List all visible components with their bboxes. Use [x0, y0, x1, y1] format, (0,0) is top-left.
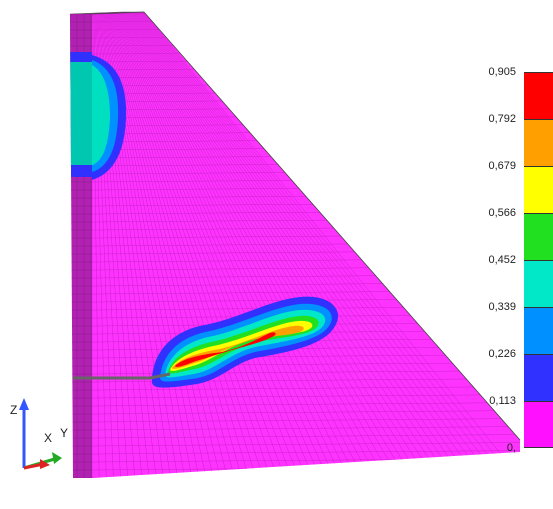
crack-stress-contour: [152, 296, 339, 388]
legend-band: [524, 166, 553, 213]
edge-stress-cyan: [92, 65, 110, 165]
legend-label: 0,566: [488, 207, 516, 219]
axis-y-label: Y: [60, 426, 68, 440]
legend-label: 0,339: [488, 301, 516, 313]
axis-x-label: X: [44, 431, 52, 445]
legend-band: [524, 260, 553, 307]
axis-z-label: Z: [10, 403, 17, 417]
legend-band: [524, 119, 553, 166]
legend-label: 0,905: [488, 66, 516, 78]
legend-band: [524, 401, 553, 448]
side-stress-patch: [70, 60, 92, 175]
legend-label: 0,679: [488, 160, 516, 172]
legend-label: 0,226: [488, 348, 516, 360]
slab-front-face: [92, 12, 520, 478]
legend-label: 0,792: [488, 113, 516, 125]
legend-band: [524, 213, 553, 260]
legend-band: [524, 307, 553, 354]
legend-band: [524, 354, 553, 401]
crack-line: [92, 372, 171, 380]
legend-label: 0,: [506, 442, 516, 454]
legend-label: 0,113: [489, 395, 516, 407]
legend-label: 0,452: [488, 254, 516, 266]
legend-band: [524, 72, 553, 119]
axis-triad-icon: Z X Y: [10, 398, 68, 470]
slab-side-face: [70, 14, 92, 478]
